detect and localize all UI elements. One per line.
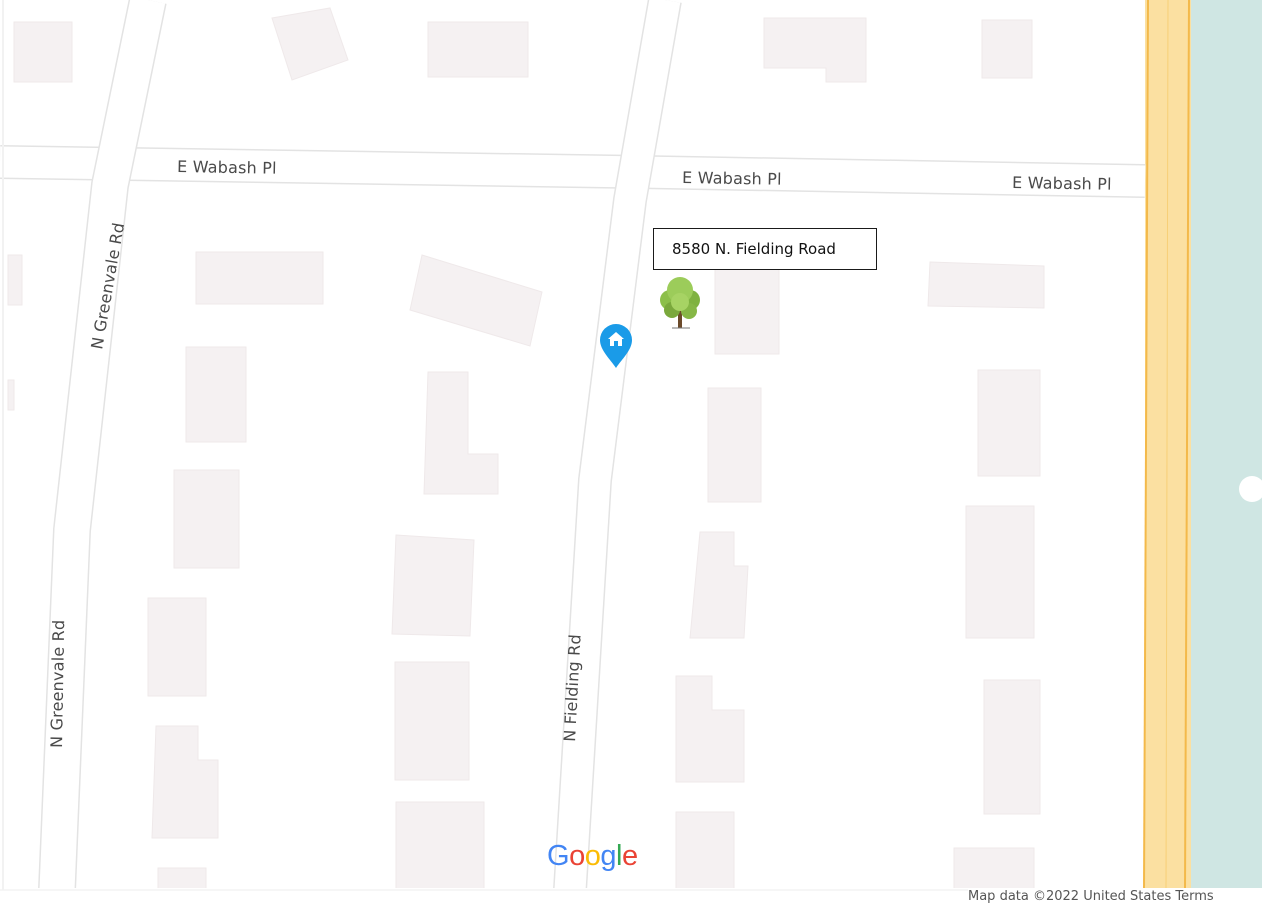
logo-letter: o <box>569 840 585 872</box>
logo-letter: G <box>547 840 570 872</box>
street-label-n-greenvale-2: N Greenvale Rd <box>47 620 68 749</box>
logo-letter: l <box>615 840 622 872</box>
street-label-e-wabash-2: E Wabash Pl <box>682 168 782 189</box>
water-area <box>1191 0 1262 903</box>
google-logo: Google <box>547 840 638 873</box>
street-label-e-wabash-3: E Wabash Pl <box>1012 173 1112 194</box>
tree-icon <box>660 277 700 329</box>
address-callout: 8580 N. Fielding Road <box>653 228 877 270</box>
map-attribution[interactable]: Map data ©2022 United States Terms <box>968 889 1214 903</box>
logo-letter: g <box>600 840 616 872</box>
home-marker-icon[interactable] <box>600 324 632 368</box>
logo-letter: o <box>584 840 601 872</box>
street-label-e-wabash-1: E Wabash Pl <box>177 157 277 178</box>
logo-letter: e <box>621 840 638 872</box>
buildings <box>7 7 1045 891</box>
edge-notch <box>1239 476 1262 502</box>
minor-roads <box>0 0 1146 892</box>
address-callout-text: 8580 N. Fielding Road <box>672 240 836 258</box>
